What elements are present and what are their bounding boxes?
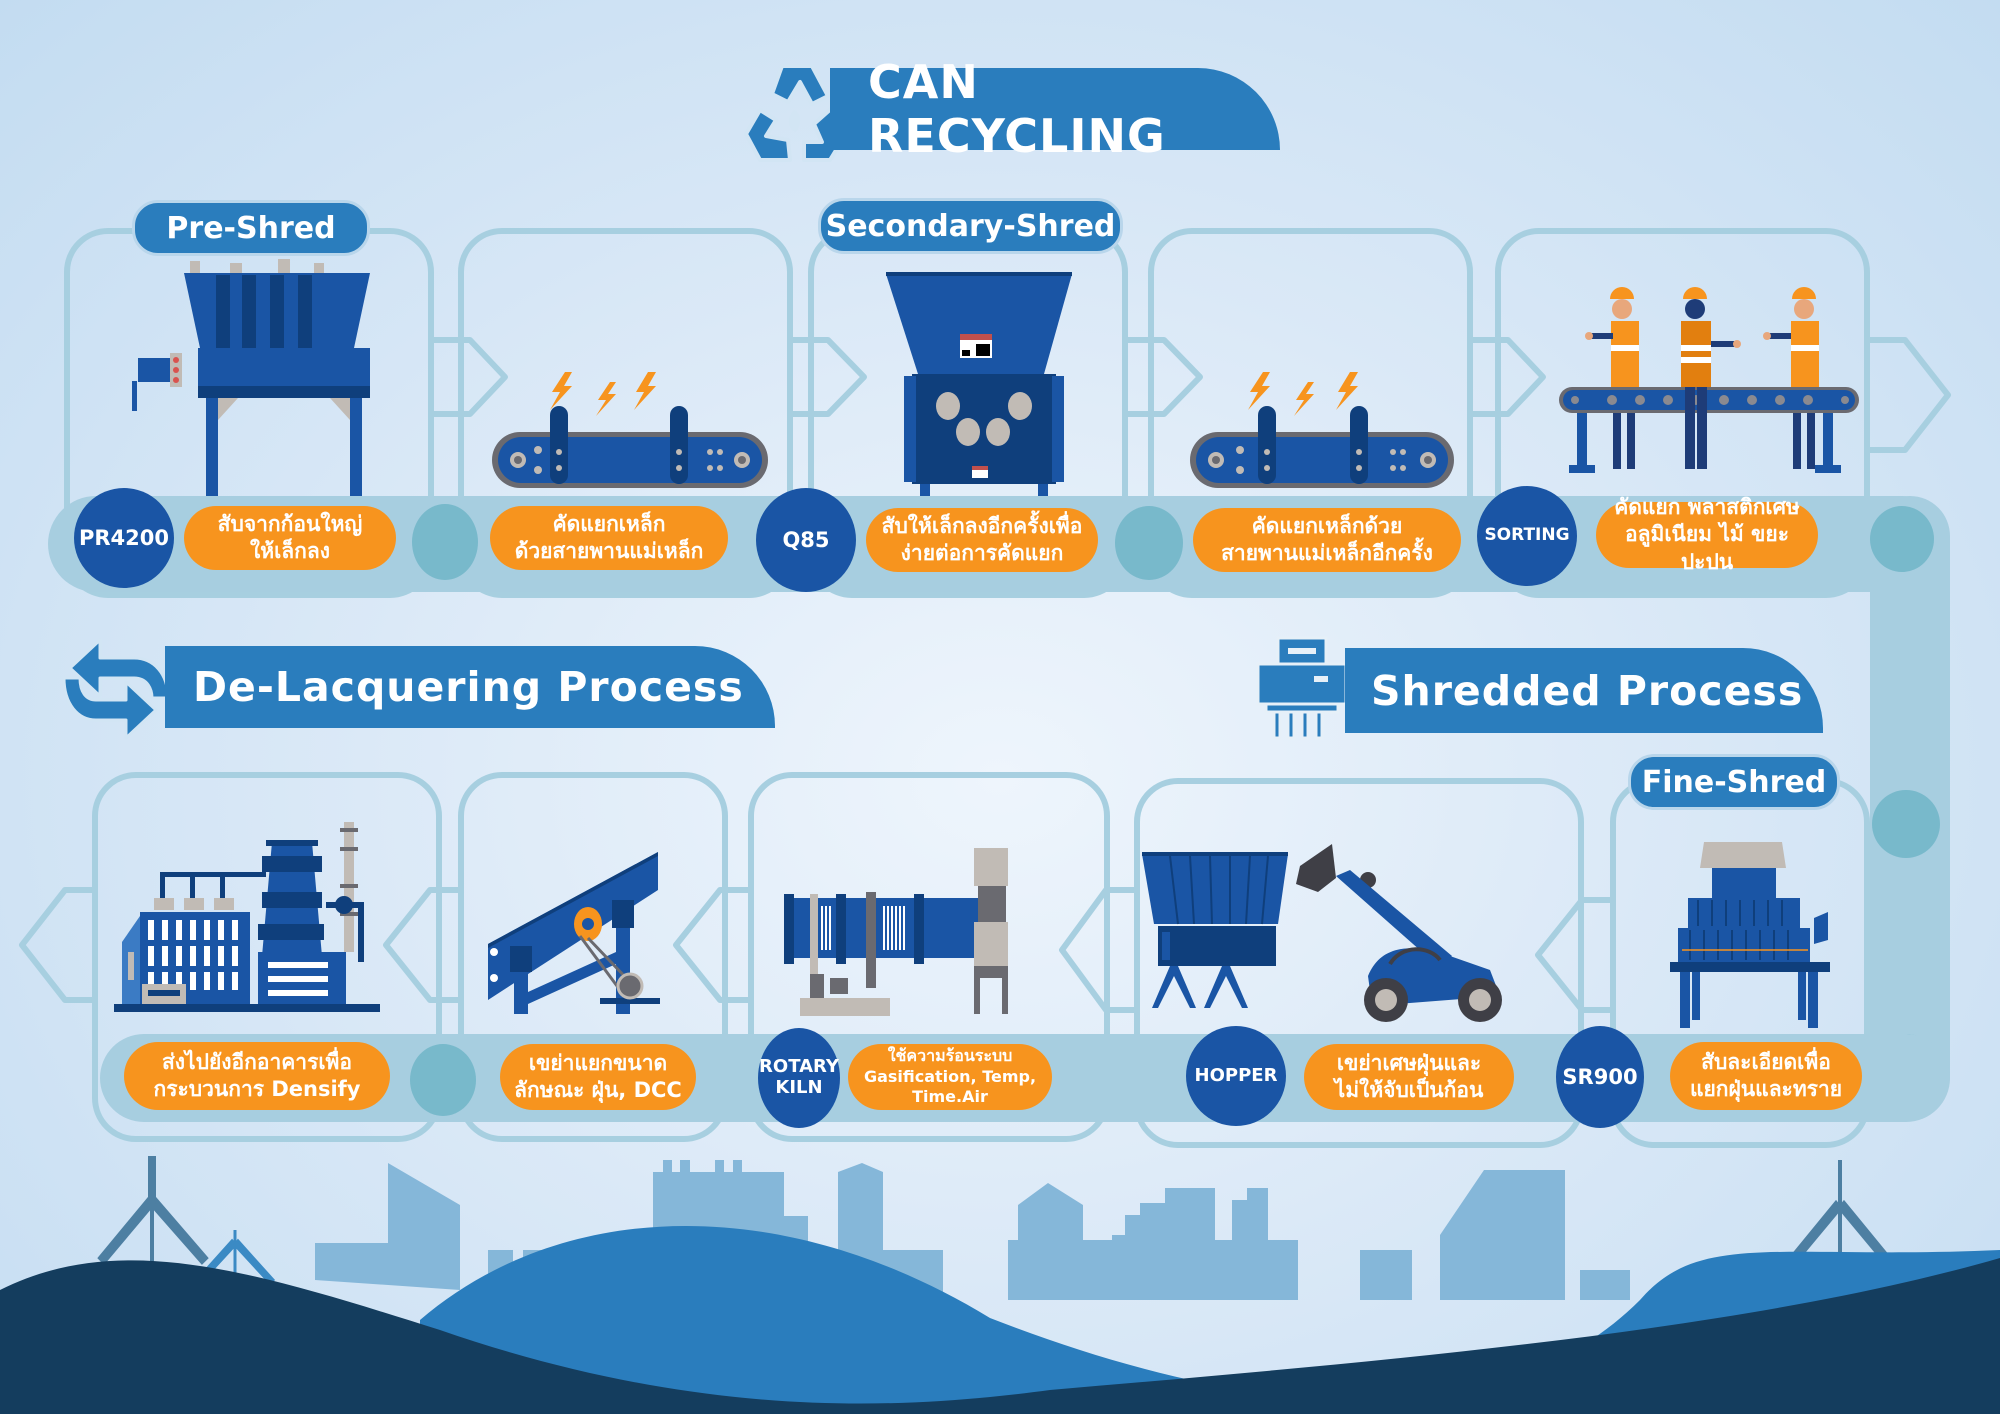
- stage-label-pre-shred: Pre-Shred: [132, 200, 370, 256]
- desc-line: ง่ายต่อการคัดแยก: [900, 541, 1064, 565]
- track-dot: [410, 1044, 476, 1116]
- step-desc-10: สับละเอียดเพื่อแยกฝุ่นและทราย: [1670, 1042, 1862, 1110]
- desc-line: ส่งไปยังอีกอาคารเพื่อ: [161, 1049, 352, 1074]
- magnetic-conveyor-illustration: [492, 372, 768, 488]
- desc-line: สับละเอียดเพื่อ: [1701, 1049, 1831, 1074]
- desc-line: ไม่ให้จับเป็นก้อน: [1334, 1078, 1484, 1102]
- step-desc-1: สับจากก้อนใหญ่ให้เล็กลง: [184, 506, 396, 570]
- track-dot: [1870, 506, 1934, 572]
- sorting-workers-illustration: [1559, 287, 1859, 473]
- desc-line: สายพานแม่เหล็กอีกครั้ง: [1221, 541, 1433, 565]
- model-node-hopper: HOPPER: [1186, 1026, 1286, 1126]
- step-desc-7: เขย่าแยกขนาดลักษณะ ฝุ่น, DCC: [500, 1044, 696, 1110]
- desc-line: ลักษณะ ฝุ่น, DCC: [514, 1078, 682, 1102]
- step-desc-4: คัดแยกเหล็กด้วยสายพานแม่เหล็กอีกครั้ง: [1193, 508, 1461, 572]
- step-desc-9: เขย่าเศษฝุ่นและไม่ให้จับเป็นก้อน: [1304, 1044, 1514, 1110]
- track-dot: [1872, 790, 1940, 858]
- main-title: CAN RECYCLING: [868, 55, 1166, 163]
- desc-line: Gasification, Temp, Time.Air: [863, 1066, 1037, 1107]
- desc-line: สับจากก้อนใหญ่: [217, 511, 363, 536]
- shredded-process-banner: Shredded Process: [1345, 648, 1823, 733]
- frame-step-9: [1134, 778, 1584, 1148]
- magnetic-conveyor-illustration-2: [1190, 372, 1454, 488]
- node-line: ROTARY: [759, 1056, 839, 1078]
- desc-line: กระบวนการ Densify: [153, 1077, 361, 1101]
- model-node-pr4200: PR4200: [74, 488, 174, 588]
- factory-illustration: [114, 822, 380, 1012]
- desc-line: คัดแยกเหล็กด้วย: [1251, 513, 1403, 538]
- step-desc-5: คัดแยก พลาสติกเศษอลูมิเนียม ไม้ ขยะปะปน: [1596, 495, 1818, 574]
- stage-label-secondary-shred: Secondary-Shred: [818, 198, 1123, 254]
- desc-line: ใช้ความร้อนระบบ: [887, 1045, 1013, 1065]
- hill-dark: [0, 1258, 2000, 1414]
- desc-line: ให้เล็กลง: [250, 539, 330, 563]
- rotary-kiln-illustration: [784, 848, 1008, 1016]
- hopper-loader-illustration: [1142, 844, 1502, 1022]
- desc-line: สับให้เล็กลงอีกครั้งเพื่อ: [881, 513, 1083, 538]
- desc-line: ด้วยสายพานแม่เหล็ก: [514, 539, 704, 563]
- de-lacquering-title: De-Lacquering Process: [193, 663, 744, 711]
- track-dot: [1115, 506, 1183, 580]
- model-node-q85: Q85: [756, 488, 856, 592]
- desc-line: เขย่าเศษฝุ่นและ: [1336, 1050, 1482, 1075]
- cycle-arrows-icon: [62, 638, 170, 740]
- shredded-process-title: Shredded Process: [1371, 666, 1804, 715]
- stage-label-fine-shred: Fine-Shred: [1628, 754, 1840, 810]
- de-lacquering-banner: De-Lacquering Process: [165, 646, 775, 728]
- desc-line: เขย่าแยกขนาด: [528, 1050, 668, 1075]
- frame-step-7: [458, 772, 728, 1142]
- desc-line: คัดแยกเหล็ก: [552, 511, 666, 536]
- track-dot: [412, 504, 478, 580]
- model-node-sorting: SORTING: [1477, 486, 1577, 586]
- desc-line: อลูมิเนียม ไม้ ขยะปะปน: [1625, 522, 1789, 574]
- frame-step-8: [748, 772, 1110, 1142]
- node-line: KILN: [775, 1077, 823, 1098]
- shredder-icon: [1256, 636, 1348, 740]
- vibrating-screen-illustration: [488, 852, 660, 1014]
- frame-step-6: [92, 772, 442, 1142]
- desc-line: แยกฝุ่นและทราย: [1689, 1077, 1843, 1101]
- step-desc-6: ส่งไปยังอีกอาคารเพื่อกระบวนการ Densify: [124, 1042, 390, 1110]
- desc-line: คัดแยก พลาสติกเศษ: [1614, 495, 1800, 520]
- fine-shredder-illustration: [1670, 842, 1830, 1028]
- main-title-banner: CAN RECYCLING: [830, 55, 1280, 163]
- step-desc-3: สับให้เล็กลงอีกครั้งเพื่อง่ายต่อการคัดแย…: [866, 508, 1098, 572]
- pre-shredder-illustration: [132, 259, 370, 508]
- model-node-sr900: SR900: [1556, 1026, 1644, 1128]
- flow-arrows-top: [434, 337, 1951, 453]
- step-desc-2: คัดแยกเหล็กด้วยสายพานแม่เหล็ก: [490, 506, 728, 570]
